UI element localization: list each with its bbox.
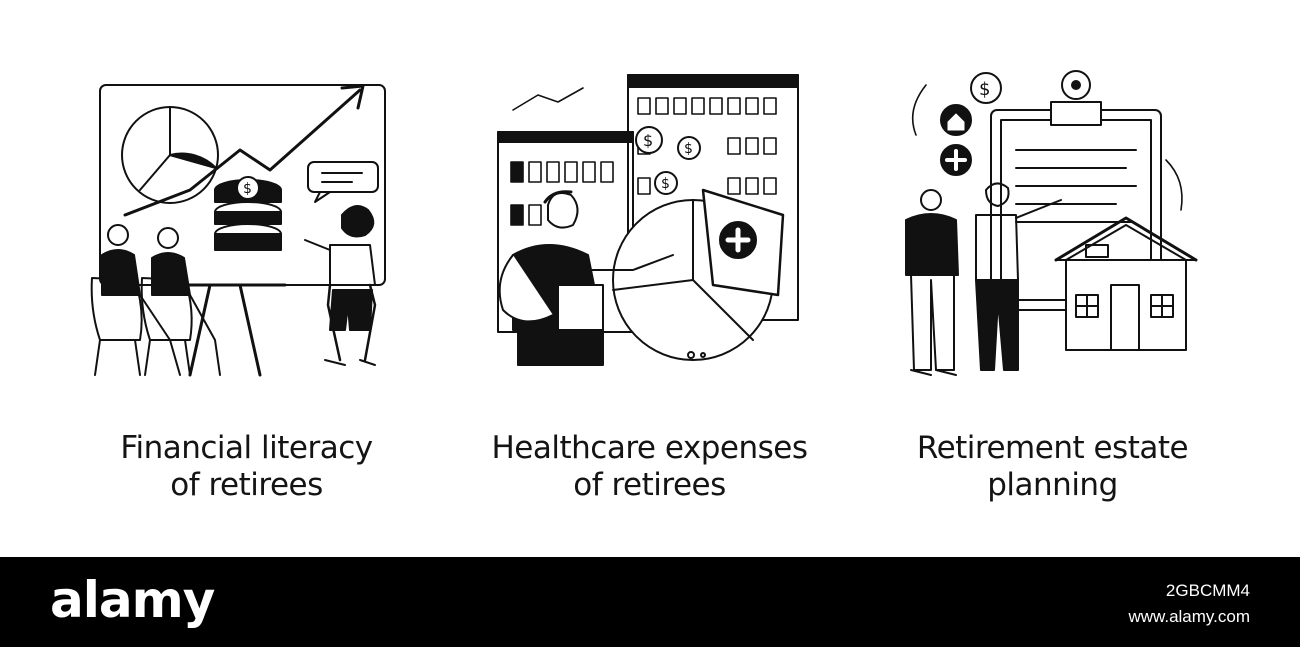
medical-pie-chart-icon (612, 188, 785, 361)
caption-healthcare-expenses: Healthcare expenses of retirees (433, 430, 866, 504)
man-with-tablet (498, 190, 674, 366)
speech-bubble-icon (307, 161, 379, 203)
growth-arrow-icon (123, 88, 362, 217)
healthcare-expenses-illustration: $ $ $ (497, 74, 799, 366)
svg-text:$: $ (661, 176, 670, 192)
brand-logo: alamy (50, 571, 215, 629)
medical-cross-icon (940, 144, 972, 176)
dollar-coin-icon: $ (970, 72, 1002, 104)
svg-text:$: $ (979, 79, 990, 100)
caption-estate-planning: Retirement estate planning (836, 430, 1269, 504)
svg-text:$: $ (243, 181, 252, 197)
illustration-panel-healthcare-expenses: $ $ $ Healthcare expenses of retiree (433, 0, 866, 557)
woman-person (975, 182, 1062, 371)
table (158, 283, 287, 377)
man-person (905, 189, 959, 376)
svg-text:$: $ (684, 141, 693, 157)
coin-stack-icon: $ (214, 176, 282, 251)
financial-literacy-illustration: $ (90, 84, 386, 377)
dollar-coin-icon: $ $ $ (635, 126, 701, 195)
caption-line-1: Financial literacy (120, 430, 373, 466)
caption-line-2: planning (987, 467, 1118, 503)
watermark-footer: alamy 2GBCMM4 www.alamy.com (0, 557, 1300, 647)
caption-line-1: Retirement estate (916, 430, 1189, 466)
building-icon (497, 74, 799, 333)
house-icon (1054, 216, 1198, 351)
svg-text:$: $ (643, 131, 653, 150)
site-url: www.alamy.com (1128, 607, 1250, 626)
caption-line-2: of retirees (170, 467, 323, 503)
illustration-panel-estate-planning: $ (836, 0, 1269, 557)
estate-planning-illustration: $ (905, 70, 1198, 376)
image-id: 2GBCMM4 (1165, 581, 1250, 600)
caption-line-2: of retirees (573, 467, 726, 503)
seated-people (90, 224, 221, 376)
illustration-panel-financial-literacy: $ Financial (30, 0, 463, 557)
presenter-person (304, 205, 377, 366)
caption-line-1: Healthcare expenses (491, 430, 808, 466)
caption-financial-literacy: Financial literacy of retirees (30, 430, 463, 504)
home-badge-icon (940, 104, 972, 136)
